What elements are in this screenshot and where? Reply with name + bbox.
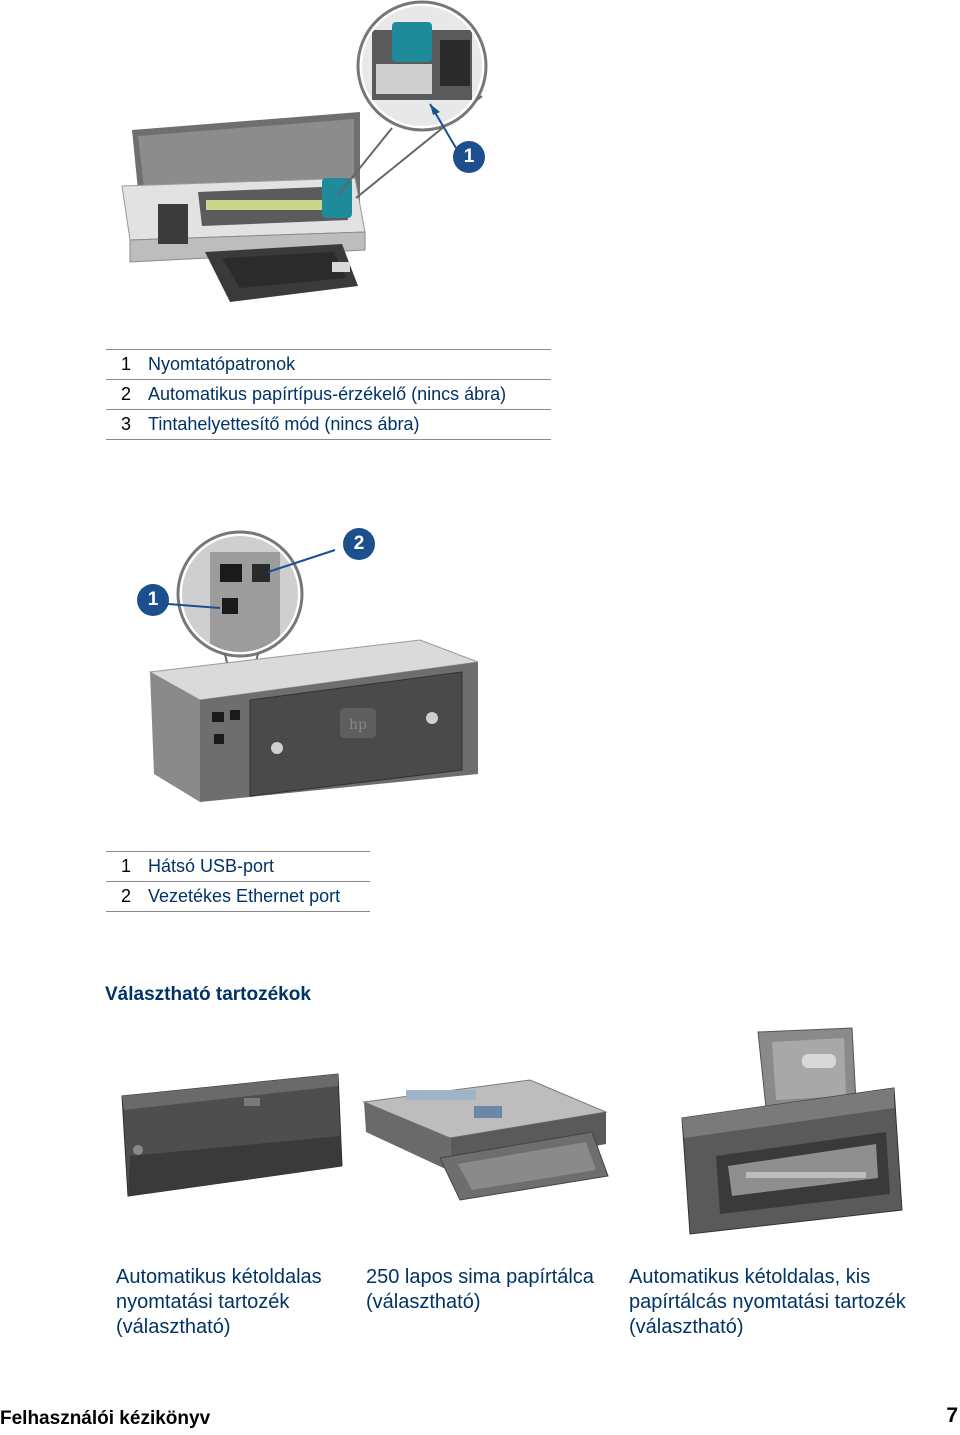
duplex-accessory-illustration bbox=[121, 1073, 343, 1197]
legend-text: Vezetékes Ethernet port bbox=[146, 881, 370, 912]
legend-number: 1 bbox=[106, 851, 146, 882]
accessory-caption-duplex: Automatikus kétoldalas nyomtatási tartoz… bbox=[116, 1266, 322, 1338]
callout-label: 1 bbox=[463, 146, 475, 167]
legend-text: Tintahelyettesítő mód (nincs ábra) bbox=[146, 409, 551, 440]
paper-tray-accessory-illustration bbox=[362, 1079, 609, 1201]
callout-label: 2 bbox=[353, 533, 365, 554]
legend-row: 3 Tintahelyettesítő mód (nincs ábra) bbox=[106, 409, 551, 440]
legend-row: 2 Vezetékes Ethernet port bbox=[106, 881, 370, 912]
legend-number: 3 bbox=[106, 409, 146, 440]
printer-open-illustration bbox=[121, 0, 488, 302]
legend-text: Hátsó USB-port bbox=[146, 851, 370, 882]
legend-table-2: 1 Hátsó USB-port 2 Vezetékes Ethernet po… bbox=[106, 851, 370, 912]
callout-label: 1 bbox=[147, 589, 159, 610]
callout-badge-2: 2 bbox=[343, 528, 375, 560]
callout-badge-1: 1 bbox=[137, 584, 169, 616]
legend-number: 2 bbox=[106, 379, 146, 410]
footer-title: Felhasználói kézikönyv bbox=[0, 1408, 211, 1429]
legend-table-1: 1 Nyomtatópatronok 2 Automatikus papírtí… bbox=[106, 349, 551, 440]
duplex-small-tray-accessory-illustration bbox=[681, 1027, 903, 1235]
accessory-caption-paper-tray: 250 lapos sima papírtálca (választható) bbox=[366, 1266, 594, 1313]
callout-badge-1: 1 bbox=[453, 141, 485, 173]
section-heading: Választható tartozékok bbox=[105, 984, 311, 1005]
svg-text:hp: hp bbox=[349, 717, 367, 733]
printer-back-illustration: hp bbox=[148, 530, 479, 802]
legend-text: Nyomtatópatronok bbox=[146, 349, 551, 380]
legend-number: 2 bbox=[106, 881, 146, 912]
legend-row: 1 Hátsó USB-port bbox=[106, 851, 370, 882]
accessory-caption-duplex-small-tray: Automatikus kétoldalas, kis papírtálcás … bbox=[629, 1266, 906, 1338]
legend-row: 2 Automatikus papírtípus-érzékelő (nincs… bbox=[106, 379, 551, 410]
legend-text: Automatikus papírtípus-érzékelő (nincs á… bbox=[146, 379, 551, 410]
legend-row: 1 Nyomtatópatronok bbox=[106, 349, 551, 380]
page-number: 7 bbox=[946, 1404, 958, 1427]
legend-number: 1 bbox=[106, 349, 146, 380]
